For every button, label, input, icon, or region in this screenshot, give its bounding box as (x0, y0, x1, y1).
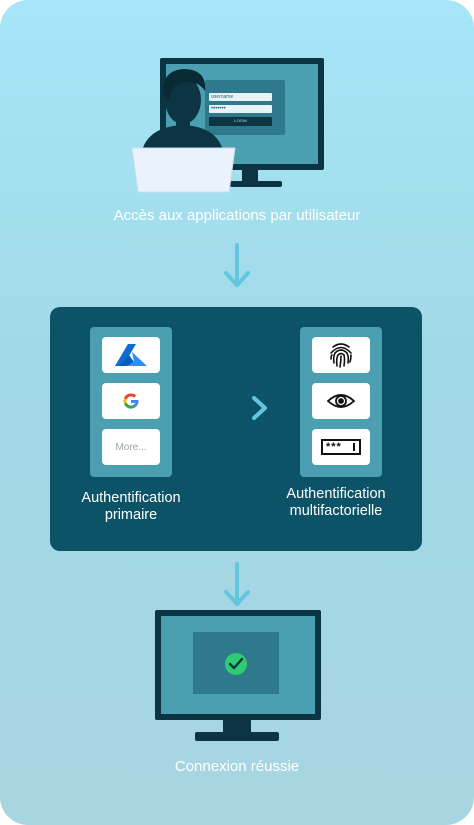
password-mask: ••••••• (211, 106, 226, 112)
provider-azure[interactable] (102, 337, 160, 373)
arrow-down-icon (224, 243, 250, 287)
username-placeholder: username (211, 94, 234, 100)
login-button-label: LOGIN (234, 118, 247, 123)
primary-providers-column: More... (90, 327, 172, 477)
more-label: More... (115, 441, 147, 453)
factor-eye[interactable] (312, 383, 370, 419)
cursor-bar (353, 443, 355, 451)
primary-auth-label: Authentification primaire (81, 490, 181, 523)
user-at-computer-illustration (131, 58, 324, 193)
arrow-right-icon (210, 396, 267, 420)
person-hair (162, 69, 206, 101)
provider-more[interactable]: More... (102, 429, 160, 465)
arrow-down-icon (224, 562, 250, 606)
mfa-label: Authentification multifactorielle (286, 486, 386, 519)
authentication-panel: More... (50, 307, 422, 551)
factor-fingerprint[interactable] (312, 337, 370, 373)
step-user-access: Accès aux applications par utilisateur (113, 207, 361, 224)
password-field (209, 105, 272, 113)
monitor-base (195, 732, 279, 741)
password-field-icon: *** (321, 439, 361, 455)
login-button-shape (209, 117, 272, 126)
google-icon (123, 393, 139, 409)
step-success: Connexion réussie (174, 758, 300, 775)
provider-google[interactable] (102, 383, 160, 419)
factor-password[interactable]: *** (312, 429, 370, 465)
fingerprint-icon (330, 343, 352, 368)
success-monitor-illustration (155, 610, 321, 741)
eye-icon (326, 394, 356, 408)
monitor-base (230, 181, 282, 187)
username-field (209, 93, 272, 101)
password-stars: *** (326, 441, 342, 453)
person-head (165, 76, 201, 124)
mfa-factors-column: *** (300, 327, 382, 477)
laptop-lid (131, 147, 236, 193)
azure-icon (115, 344, 147, 366)
